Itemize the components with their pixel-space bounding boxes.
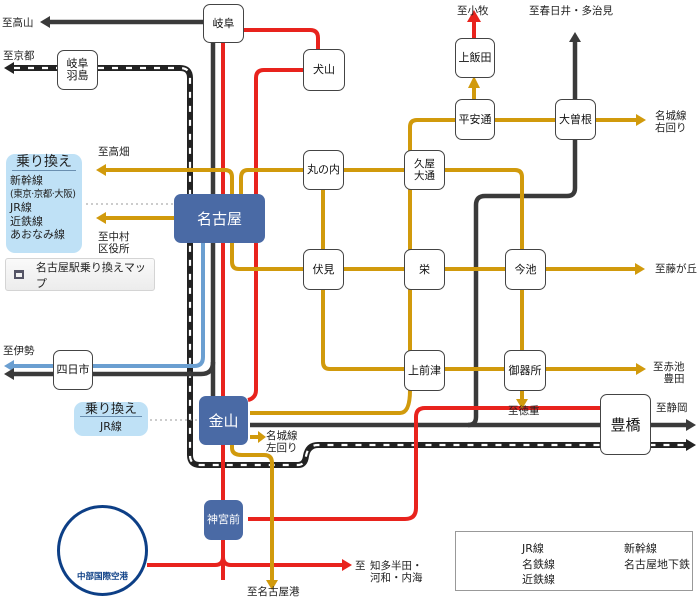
station-jingumae[interactable]: 神宮前: [204, 500, 243, 540]
station-toyohashi[interactable]: 豊橋: [600, 394, 651, 455]
airport-centrair[interactable]: 中部国際空港: [57, 505, 148, 596]
dest-nakamura-kuyakusho: 至中村 区役所: [98, 231, 130, 255]
station-yokkaichi[interactable]: 四日市: [53, 350, 93, 390]
dest-meijo-right: 名城線 右回り: [655, 110, 687, 134]
station-kamiiida[interactable]: 上飯田: [455, 38, 495, 78]
legend-label: 名鉄線: [522, 558, 555, 571]
dest-ise: 至伊勢: [3, 345, 35, 357]
transfer-line: 新幹線: [10, 174, 43, 187]
transfer-title: 乗り換え: [12, 154, 76, 171]
window-icon: [14, 270, 24, 279]
station-fushimi[interactable]: 伏見: [303, 249, 344, 290]
dest-chita-prefix: 至: [355, 560, 366, 572]
legend-label: 新幹線: [624, 542, 657, 555]
legend-kintetsu: 近鉄線: [522, 571, 555, 587]
station-nagoya[interactable]: 名古屋: [174, 194, 265, 243]
dest-tokushige: 至徳重: [508, 405, 540, 417]
map-button-label: 名古屋駅乗り換えマップ: [35, 260, 146, 290]
dest-nagoyako: 至名古屋港: [247, 586, 300, 598]
station-hisaya-odori[interactable]: 久屋 大通: [404, 150, 445, 190]
transfer-title: 乗り換え: [80, 402, 142, 417]
station-sakae[interactable]: 栄: [404, 249, 445, 290]
station-gifu-hashima[interactable]: 岐阜 羽島: [57, 50, 98, 90]
legend-label: JR線: [522, 542, 544, 555]
transfer-box-kanayama: 乗り換え JR線: [74, 402, 148, 436]
transfer-line: JR線: [100, 420, 122, 433]
legend-shinkansen: 新幹線: [624, 540, 657, 556]
station-marunouchi[interactable]: 丸の内: [303, 150, 344, 190]
airport-name: 中部国際空港: [76, 572, 128, 582]
station-imaike[interactable]: 今池: [505, 249, 546, 290]
dest-fujigaoka: 至藤が丘: [655, 263, 697, 275]
transfer-line: (東京·京都·大阪): [10, 188, 76, 200]
station-kanayama[interactable]: 金山: [199, 396, 248, 445]
dest-takayama: 至高山: [2, 17, 34, 29]
station-ozone[interactable]: 大曽根: [555, 99, 596, 140]
legend-subway: 名古屋地下鉄: [624, 556, 690, 572]
legend-jr: JR線: [522, 540, 544, 556]
legend: JR線 名鉄線 近鉄線 新幹線 名古屋地下鉄: [455, 531, 693, 591]
shinkansen-line: [4, 62, 696, 468]
meitetsu-line: [147, 10, 605, 580]
transfer-line: 近鉄線: [10, 214, 43, 228]
legend-meitetsu: 名鉄線: [522, 556, 555, 572]
station-gokiso[interactable]: 御器所: [504, 350, 546, 391]
dest-komaki: 至小牧: [457, 5, 489, 17]
shinkansen-arrow-kyoto: [4, 62, 14, 74]
dest-meijo-left: 名城線 左回り: [266, 430, 298, 454]
station-heiando[interactable]: 平安通: [455, 99, 495, 140]
shinkansen-arrow-shizuoka: [686, 439, 696, 451]
transfer-box-nagoya: 乗り換え 新幹線 (東京·京都·大阪) JR線 近鉄線 あおなみ線: [6, 154, 82, 253]
transfer-line: あおなみ線: [10, 228, 65, 241]
legend-label: 名古屋地下鉄: [624, 558, 690, 571]
legend-label: 近鉄線: [522, 573, 555, 586]
arrow-nakamura: [96, 212, 106, 224]
kintetsu-line: [4, 240, 205, 372]
station-gifu[interactable]: 岐阜: [203, 4, 244, 43]
transfer-line: JR線: [10, 201, 32, 214]
arrow-takabata: [96, 164, 106, 176]
dest-kyoto: 至京都: [3, 50, 35, 62]
nagoya-transfer-map-button[interactable]: 名古屋駅乗り換えマップ: [5, 258, 155, 291]
dest-chita-handa-kowa-utsumi: 知多半田・ 河和・内海: [370, 560, 423, 584]
station-kamimaezu[interactable]: 上前津: [404, 350, 445, 391]
dest-takabata: 至高畑: [98, 146, 130, 158]
dest-kasugai-tajimi: 至春日井・多治見: [529, 5, 613, 17]
dest-shizuoka: 至静岡: [656, 402, 688, 414]
subway-line: [104, 76, 646, 590]
station-inuyama[interactable]: 犬山: [303, 49, 345, 91]
dest-akaike-toyota: 至赤池 豊田: [653, 361, 685, 385]
